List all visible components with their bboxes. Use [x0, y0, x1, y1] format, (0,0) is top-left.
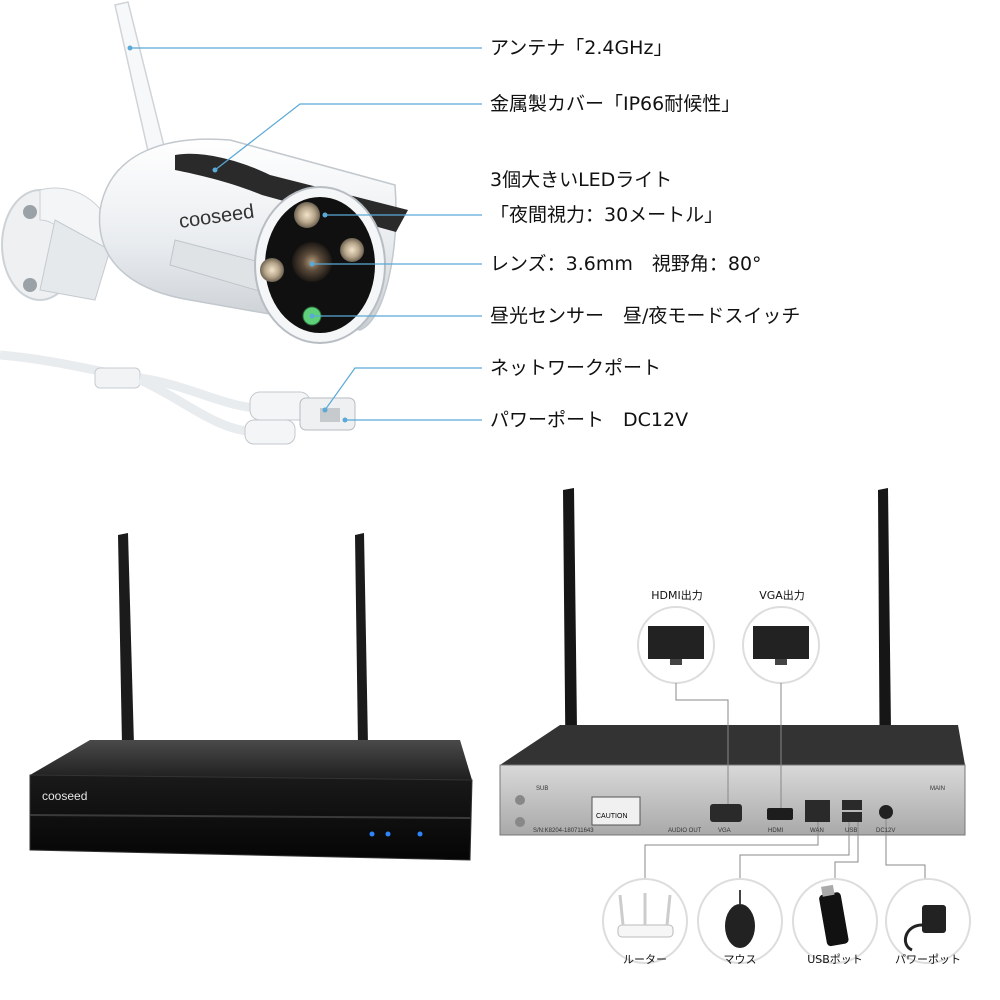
usb-port	[842, 800, 862, 810]
hdmi-port	[767, 808, 793, 820]
callout-antenna: アンテナ「2.4GHz」	[490, 37, 673, 59]
nvr-antenna-right	[355, 533, 368, 745]
hdmi-text: HDMI	[768, 828, 784, 834]
nvr-brand-logo: cooseed	[42, 789, 87, 803]
wan-text: WAN	[810, 828, 824, 834]
callout-led-title: 3個大きいLEDライト	[490, 169, 673, 191]
power-adapter-icon	[885, 878, 971, 964]
dc12v-text: DC12V	[876, 828, 895, 834]
mouse-label: マウス	[723, 953, 757, 966]
usb-text: USB	[845, 828, 857, 834]
power-label: パワーポット	[895, 953, 961, 966]
callout-lens: レンズ：3.6mm 視野角：80°	[490, 253, 762, 275]
camera-cable	[0, 350, 356, 445]
callout-lines	[130, 47, 482, 421]
output-lines	[644, 683, 926, 920]
caution-label	[591, 796, 641, 826]
camera-body: cooseed	[98, 138, 408, 344]
ir-led	[294, 202, 320, 228]
callout-metal-cover: 金属製カバー「IP66耐候性」	[490, 93, 741, 115]
nvr-back-unit	[499, 488, 966, 836]
router-label: ルーター	[623, 953, 667, 966]
dc-port	[879, 805, 893, 819]
ir-led	[340, 238, 364, 262]
vga-output-label: VGA出力	[759, 589, 805, 602]
vga-port	[710, 804, 742, 822]
usb-port	[842, 812, 862, 822]
nvr-antenna-left	[118, 533, 134, 745]
vga-monitor-icon	[742, 606, 820, 684]
vga-text: VGA	[718, 828, 731, 834]
sub-text: SUB	[536, 786, 548, 792]
ir-led	[260, 258, 284, 282]
wan-port	[805, 800, 830, 822]
callout-led-range: 「夜間視力：30メートル」	[490, 204, 724, 226]
main-text: MAIN	[930, 786, 945, 792]
caution-text: CAUTION	[596, 813, 628, 820]
camera-antenna	[114, 1, 166, 162]
callout-power-port: パワーポート DC12V	[490, 409, 689, 431]
usb-label: USBポット	[807, 953, 863, 966]
camera-mount	[1, 187, 116, 301]
callout-dots	[127, 45, 348, 423]
hdmi-output-label: HDMI出力	[651, 589, 703, 602]
callout-network-port: ネットワークポート	[490, 357, 662, 379]
mouse-icon	[697, 878, 783, 964]
router-icon	[602, 878, 688, 964]
callout-daylight-sensor: 昼光センサー 昼/夜モードスイッチ	[490, 305, 801, 327]
serial-text: S/N:K8204-180711643	[533, 828, 594, 834]
audio-out-text: AUDIO OUT	[668, 828, 702, 834]
usb-drive-icon	[792, 878, 878, 964]
nvr-front-unit	[29, 533, 473, 861]
hdmi-monitor-icon	[637, 606, 715, 684]
